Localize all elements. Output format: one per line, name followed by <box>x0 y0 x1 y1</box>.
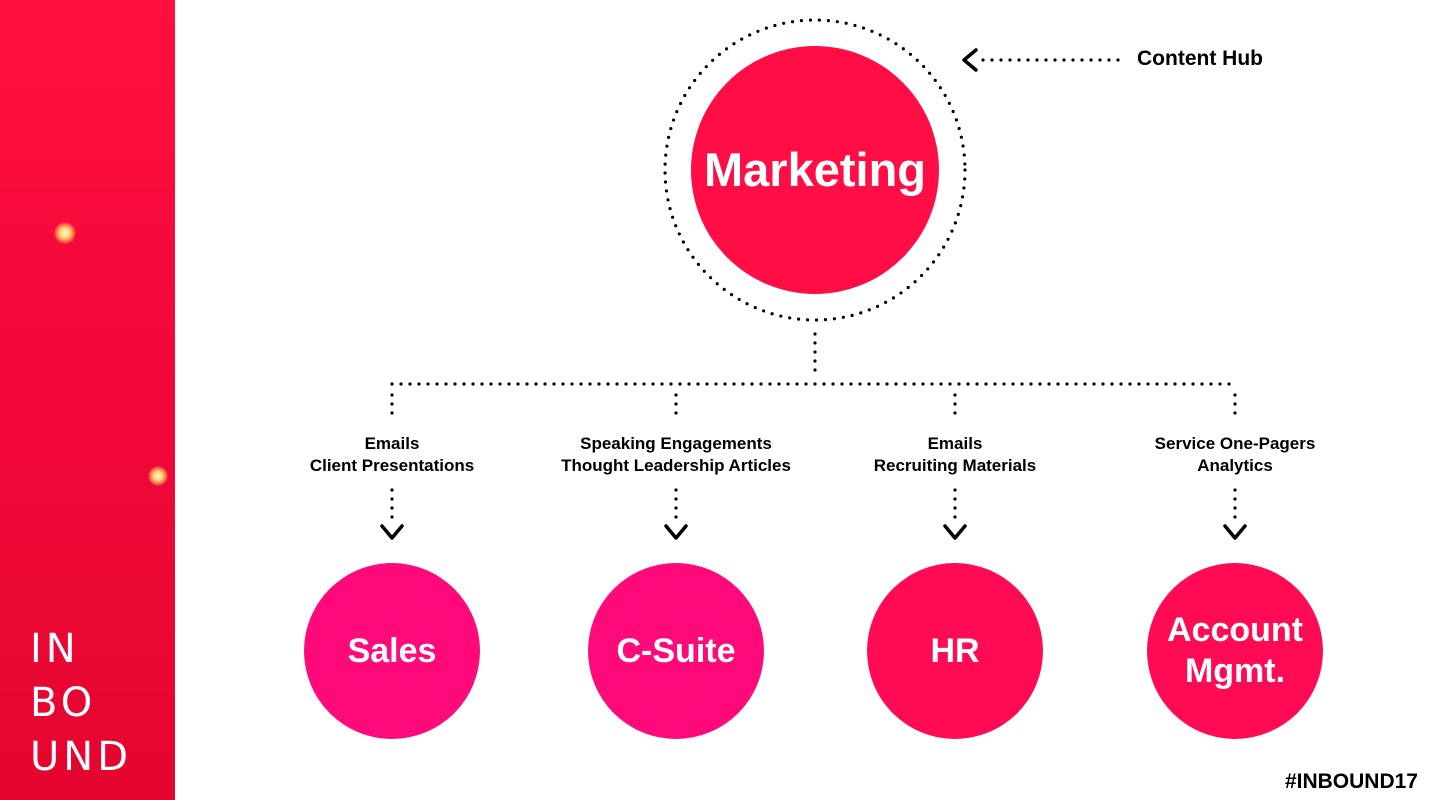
channel-item: Analytics <box>1197 456 1273 475</box>
inbound-logo: IN BO UND <box>30 622 132 784</box>
channel-item: Emails <box>927 434 983 453</box>
branch-node-label: HR <box>930 631 980 670</box>
hub-circle <box>691 46 939 294</box>
channel-item: Service One-Pagers <box>1154 434 1316 453</box>
channel-item: Speaking Engagements <box>580 434 772 453</box>
branch-node-label-line: Mgmt. <box>1184 652 1286 690</box>
branch-node-circle <box>1147 563 1323 739</box>
arrow-left-icon <box>962 48 978 72</box>
logo-line: UND <box>30 734 132 780</box>
channel-item: Thought Leadership Articles <box>561 456 791 475</box>
sparkle-dot <box>54 222 76 244</box>
channel-item: Recruiting Materials <box>873 456 1037 475</box>
branch-node-circle <box>588 563 764 739</box>
logo-line: BO <box>30 680 97 726</box>
event-hashtag: #INBOUND17 <box>1284 770 1418 793</box>
arrow-down-icon <box>664 524 688 540</box>
logo-line: IN <box>30 626 80 672</box>
channel-item: Client Presentations <box>309 456 475 475</box>
hub-label: Marketing <box>704 142 926 196</box>
hub-dotted-ring <box>663 18 967 322</box>
sparkle-dot <box>148 466 168 486</box>
brand-sidebar: IN BO UND <box>0 0 175 800</box>
arrow-down-icon <box>1223 524 1247 540</box>
branch-node-circle <box>867 563 1043 739</box>
branch-node-circle <box>304 563 480 739</box>
arrow-down-icon <box>380 524 404 540</box>
branch-node-label: Sales <box>347 631 437 670</box>
arrow-down-icon <box>943 524 967 540</box>
content-hub-label: Content Hub <box>1137 47 1263 70</box>
channel-item: Emails <box>364 434 420 453</box>
branch-node-label-line: Account <box>1167 611 1303 650</box>
branch-node-label: C-Suite <box>616 631 736 670</box>
